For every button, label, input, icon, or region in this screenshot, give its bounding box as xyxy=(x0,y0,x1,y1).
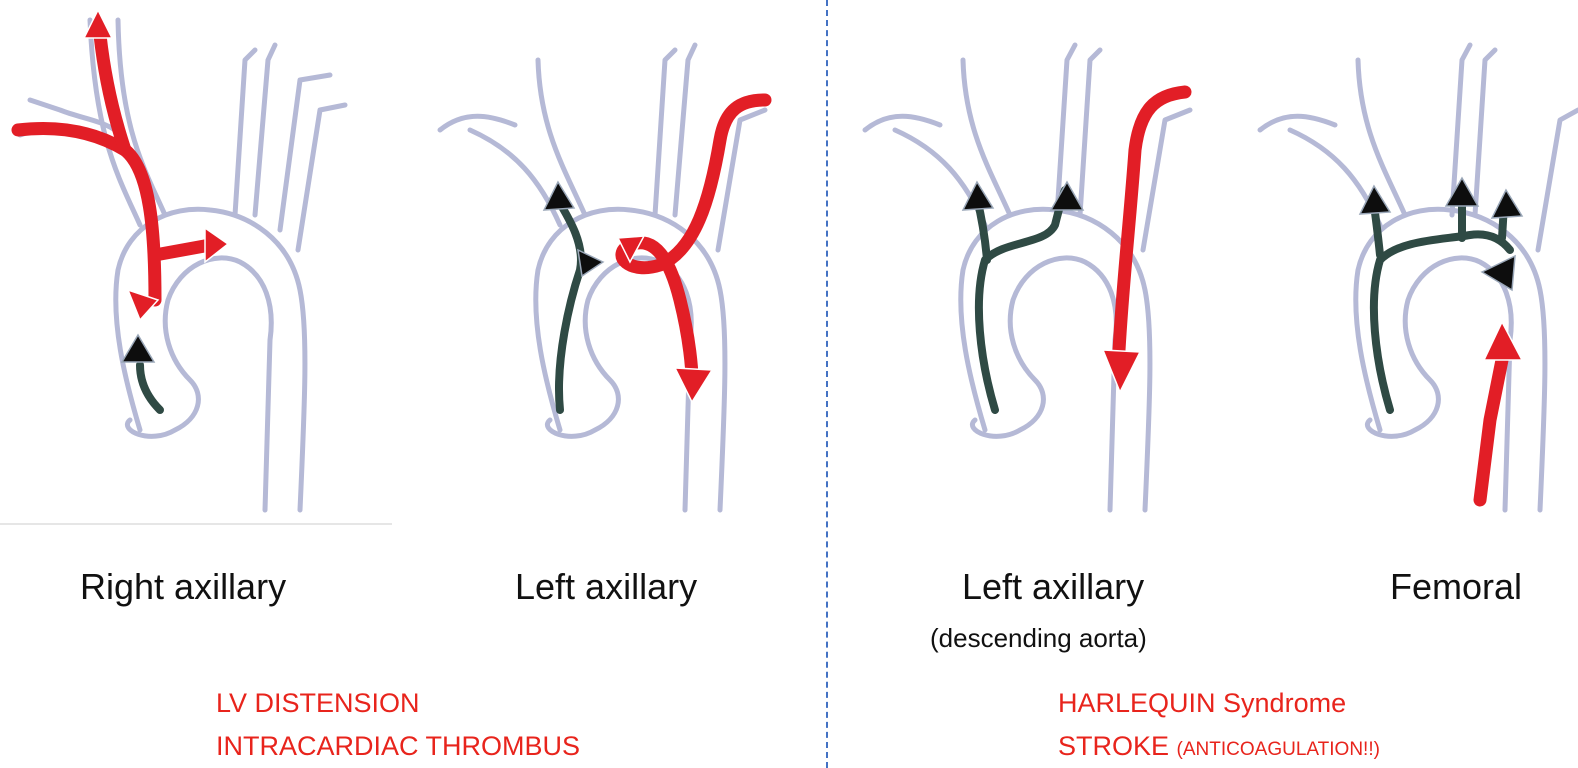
section-divider xyxy=(826,0,828,768)
carotid-outline xyxy=(235,50,255,215)
left-subclavian-flow xyxy=(622,100,765,380)
arrow-left-dark xyxy=(1482,256,1515,290)
diagram-left-axillary xyxy=(420,0,820,540)
note-stroke-anticoagulation: (ANTICOAGULATION!!) xyxy=(1177,739,1380,760)
arrow-right-dark xyxy=(578,250,603,276)
caption-left-axillary: Left axillary xyxy=(515,566,697,608)
caption-left-axillary-descending: Left axillary xyxy=(962,566,1144,608)
lv-backflow xyxy=(140,365,160,410)
arrow-up-dark xyxy=(122,335,154,362)
note-harlequin: HARLEQUIN Syndrome xyxy=(1058,686,1346,721)
arrow-up-dark-2 xyxy=(1446,178,1478,206)
femoral-flow xyxy=(1480,360,1502,500)
note-stroke: STROKE (ANTICOAGULATION!!) xyxy=(1058,729,1380,767)
diagram-right-axillary xyxy=(0,0,400,540)
arch-flow xyxy=(155,245,210,255)
arrow-up-red xyxy=(1484,322,1522,360)
left-subclavian-outline-2 xyxy=(298,105,345,250)
note-lv-distension: LV DISTENSION xyxy=(216,686,420,721)
diagram-femoral xyxy=(1240,0,1578,540)
arrow-up-dark-3 xyxy=(1492,190,1522,218)
arrow-down-red xyxy=(1103,350,1140,392)
carotid-outline-2 xyxy=(255,45,275,215)
note-stroke-main: STROKE xyxy=(1058,731,1169,761)
caption-right-axillary: Right axillary xyxy=(80,566,286,608)
arrow-down-red xyxy=(675,368,712,402)
descending-flow xyxy=(1119,92,1185,350)
subcaption-descending-aorta: (descending aorta) xyxy=(930,623,1147,654)
note-intracardiac-thrombus: INTRACARDIAC THROMBUS xyxy=(216,729,580,764)
caption-femoral: Femoral xyxy=(1390,566,1522,608)
diagram-left-axillary-descending xyxy=(845,0,1245,540)
